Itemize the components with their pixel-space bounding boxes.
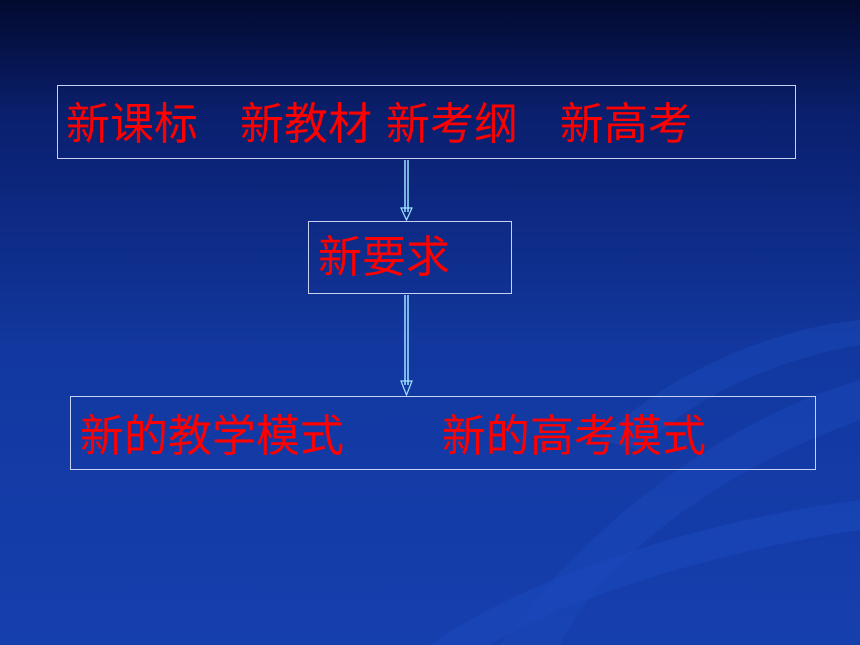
node-requirement-label: 新要求 (318, 232, 450, 283)
node-requirement-box (308, 221, 512, 294)
node-source-box (57, 85, 796, 159)
arrow-source-to-requirement (400, 160, 413, 222)
arrow-requirement-to-outcome (400, 295, 413, 397)
node-outcome-label: 新的教学模式 新的高考模式 (80, 411, 706, 462)
node-outcome-box (70, 396, 816, 470)
node-source-label: 新课标 新教材 新考纲 新高考 (66, 99, 692, 150)
